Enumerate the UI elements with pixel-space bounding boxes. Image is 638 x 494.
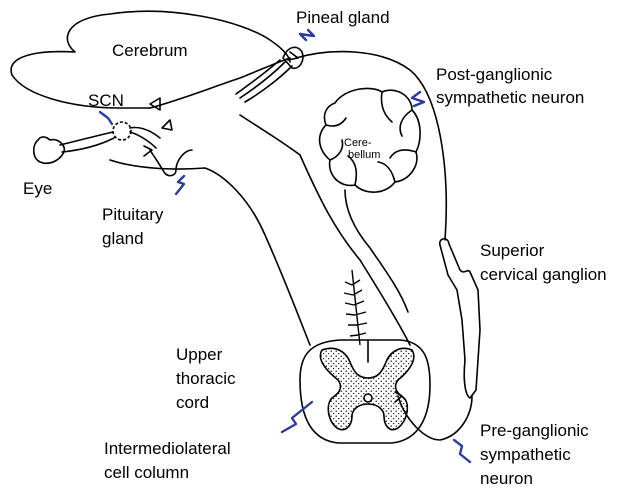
label-post-ganglionic-2: sympathetic neuron [436,88,584,107]
post-ganglionic-pointer [412,92,424,106]
pineal-gland-body [283,47,303,68]
pvn-arrowhead [162,120,172,130]
pituitary-gland [150,150,192,176]
dorsal-root-fibres [344,270,367,345]
intermediolateral-pointer [282,402,312,432]
fibre-arrowhead [144,146,152,156]
label-pre-ganglionic-1: Pre-ganglionic [480,421,589,440]
cerebrum-lower-edge [150,58,290,108]
label-intermediolateral-2: cell column [104,463,189,482]
brainstem-outline-right [240,115,410,345]
scn-pointer [100,112,112,124]
central-canal [364,394,372,402]
label-upper-thoracic-3: cord [176,393,209,412]
label-post-ganglionic-1: Post-ganglionic [436,65,553,84]
scn-circle [113,122,131,140]
label-pre-ganglionic-3: neuron [480,469,533,488]
superior-cervical-ganglion [440,239,480,398]
label-upper-thoracic-1: Upper [176,345,223,364]
label-superior-cervical-1: Superior [480,241,545,260]
label-cerebrum: Cerebrum [112,41,188,60]
eye-shape [34,137,65,163]
label-eye: Eye [23,179,52,198]
label-pineal-gland: Pineal gland [296,8,390,27]
grey-matter [320,348,413,429]
pre-ganglionic-fibre [398,396,472,440]
label-superior-cervical-2: cervical ganglion [480,265,607,284]
label-intermediolateral-1: Intermediolateral [104,439,231,458]
label-upper-thoracic-2: thoracic [176,369,236,388]
label-cerebellum-1: Cere- [344,137,372,149]
pituitary-pointer [176,176,184,194]
label-pituitary-2: gland [102,229,144,248]
label-pituitary-1: Pituitary [102,205,164,224]
pre-ganglionic-pointer [454,440,470,462]
brainstem-outline-left [110,160,310,345]
retinohypothalamic-tract [60,132,114,152]
optic-chiasm [130,127,160,148]
label-scn: SCN [88,91,124,110]
pineal-stalk [236,60,292,102]
pineal-pointer [300,30,314,40]
label-pre-ganglionic-2: sympathetic [480,445,571,464]
label-cerebellum-2: bellum [348,149,380,161]
